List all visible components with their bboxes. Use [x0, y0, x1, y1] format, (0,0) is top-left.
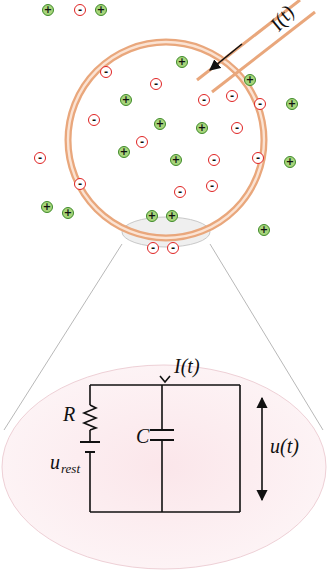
circuit-wire [90, 385, 240, 512]
negative-ion: - [88, 114, 100, 126]
positive-ion: + [176, 56, 188, 68]
circuit-label: R [63, 404, 75, 424]
negative-ion: - [198, 94, 210, 106]
negative-ion: - [226, 90, 238, 102]
circuit-label: I(t) [174, 356, 200, 376]
pipette-wall [212, 12, 315, 92]
negative-ion: - [100, 66, 112, 78]
circuit-label: C [136, 426, 149, 446]
current-arrow [210, 44, 242, 70]
negative-ion: - [74, 178, 86, 190]
negative-ion: - [231, 122, 243, 134]
positive-ion: + [286, 98, 298, 110]
circuit-label: u [50, 452, 60, 472]
positive-ion: + [154, 118, 166, 130]
positive-ion: + [62, 207, 74, 219]
positive-ion: + [118, 146, 130, 158]
negative-ion: - [206, 180, 218, 192]
negative-ion: - [167, 242, 179, 254]
zoom-region [2, 365, 326, 569]
cell-membrane [68, 42, 264, 238]
circuit-wire [161, 385, 163, 512]
positive-ion: + [42, 4, 54, 16]
positive-ion: + [196, 122, 208, 134]
positive-ion: + [170, 154, 182, 166]
negative-ion: - [254, 98, 266, 110]
subscript-label: rest [61, 462, 80, 475]
positive-ion: + [166, 210, 178, 222]
positive-ion: + [284, 156, 296, 168]
negative-ion: - [252, 152, 264, 164]
negative-ion: - [147, 242, 159, 254]
negative-ion: - [136, 136, 148, 148]
circuit [80, 376, 262, 512]
battery-symbol [80, 442, 100, 452]
pipette-wall [197, 0, 300, 80]
voltage-arrow [261, 398, 263, 500]
capacitor-symbol [150, 430, 174, 440]
negative-ion: - [174, 186, 186, 198]
current-marker [160, 376, 170, 382]
positive-ion: + [95, 4, 107, 16]
cell-membrane-inner [68, 42, 264, 238]
positive-ion: + [120, 94, 132, 106]
negative-ion: - [74, 4, 86, 16]
negative-ion: - [150, 78, 162, 90]
positive-ion: + [41, 201, 53, 213]
negative-ion: - [208, 154, 220, 166]
negative-ion: - [34, 152, 46, 164]
positive-ion: + [244, 74, 256, 86]
resistor-symbol [84, 405, 96, 430]
positive-ion: + [146, 210, 158, 222]
circuit-label: u(t) [270, 436, 299, 456]
positive-ion: + [258, 224, 270, 236]
